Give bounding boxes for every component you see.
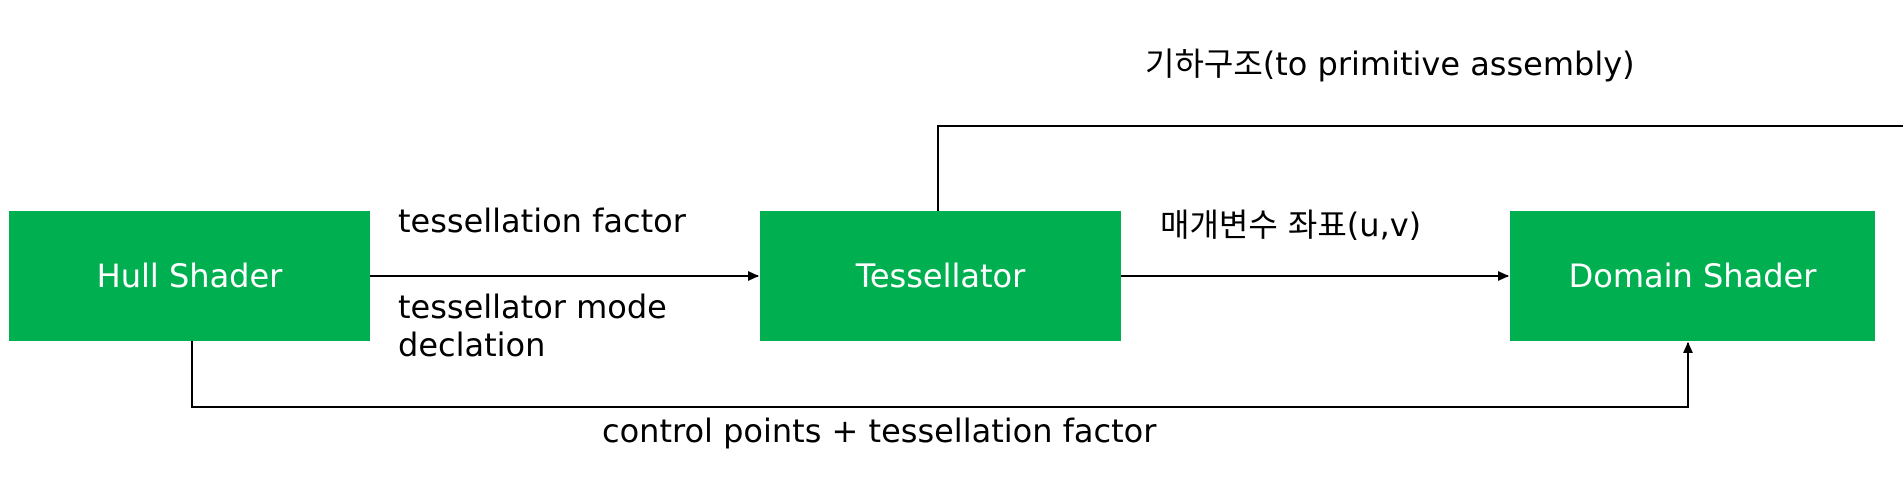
- hull-shader-node: Hull Shader: [9, 211, 370, 341]
- tessellator-to-primitive-line: [937, 125, 1903, 211]
- control-points-label: control points + tessellation factor: [602, 412, 1157, 450]
- domain-shader-node: Domain Shader: [1510, 211, 1875, 341]
- hull-shader-label: Hull Shader: [96, 257, 283, 295]
- tessellator-mode-line-1: tessellator mode: [398, 288, 667, 326]
- tessellator-node: Tessellator: [760, 211, 1121, 341]
- parametric-coordinates-label: 매개변수 좌표(u,v): [1160, 206, 1422, 244]
- domain-shader-label: Domain Shader: [1568, 257, 1817, 295]
- tessellator-mode-label: tessellator mode declation: [398, 288, 667, 365]
- primitive-assembly-label: 기하구조(to primitive assembly): [1145, 45, 1635, 83]
- tessellation-factor-label: tessellation factor: [398, 202, 686, 240]
- tessellator-mode-line-2: declation: [398, 326, 546, 365]
- tessellator-label: Tessellator: [855, 257, 1026, 295]
- hull-to-domain-loop-arrow: [191, 341, 1693, 408]
